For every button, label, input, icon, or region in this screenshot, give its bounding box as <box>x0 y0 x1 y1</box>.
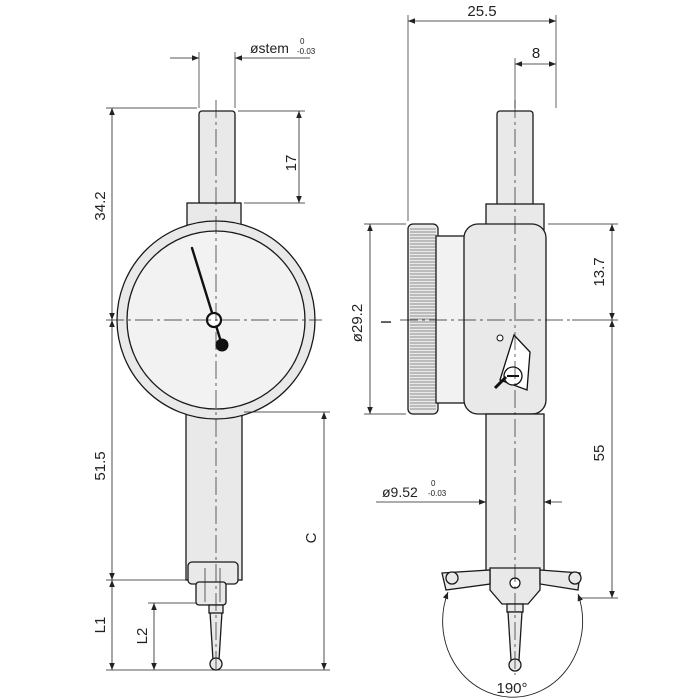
dim-offset-13-7: 13.7 <box>591 257 608 286</box>
front-needle <box>190 246 224 347</box>
swing-arc <box>442 591 584 698</box>
dim-stem-tol-upper: 0 <box>300 37 305 46</box>
side-bezel-back <box>435 235 467 404</box>
dim-lower-length: 51.5 <box>92 451 109 480</box>
dim-length-55: 55 <box>591 445 608 462</box>
front-lower-body <box>185 409 243 581</box>
front-stem <box>198 110 236 205</box>
dim-c: C <box>303 532 320 543</box>
dim-stem-offset: 8 <box>532 45 540 62</box>
side-view <box>400 100 584 698</box>
dim-stem-length: 17 <box>283 155 300 172</box>
side-lower-body <box>485 413 545 580</box>
front-clamp-block <box>195 581 227 606</box>
front-dimensions: østem 0 -0.03 17 34.2 51.5 L1 L2 C <box>92 37 330 671</box>
dim-i-label: I <box>378 320 395 324</box>
front-contact-holder <box>187 561 239 585</box>
dim-dial-diameter: ø29.2 <box>349 304 366 342</box>
front-view <box>106 100 322 672</box>
dim-top-height: 34.2 <box>92 191 109 220</box>
dim-stem-label: østem <box>250 40 289 56</box>
front-needle-counterweight <box>215 338 229 352</box>
dim-depth: 25.5 <box>467 3 496 20</box>
dim-l2: L2 <box>134 628 151 645</box>
dim-stem-dia: ø9.52 <box>382 484 418 500</box>
dim-stem-dia-tol-lower: -0.03 <box>428 489 447 498</box>
knurl-lines <box>410 228 436 410</box>
side-dimensions: 25.5 8 13.7 55 ø29.2 I ø9.52 0 -0.03 190… <box>349 3 618 697</box>
dim-l1: L1 <box>92 617 109 634</box>
dim-swing-angle: 190° <box>496 680 527 697</box>
dim-stem-dia-tol-upper: 0 <box>431 479 436 488</box>
dim-stem-tol-lower: -0.03 <box>297 47 316 56</box>
side-main-body <box>463 223 547 415</box>
